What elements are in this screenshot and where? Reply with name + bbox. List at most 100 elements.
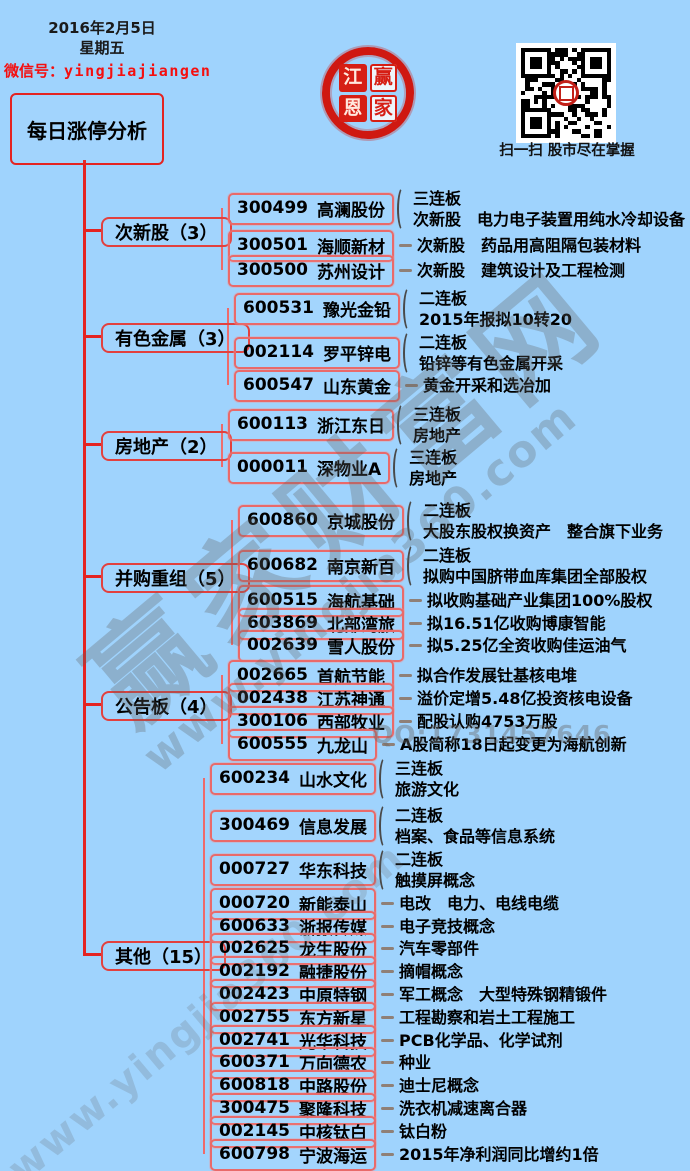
- logo-char: 赢: [369, 64, 397, 92]
- stock-name: 苏州设计: [316, 262, 385, 283]
- desc-line: 次新股 建筑设计及工程检测: [416, 261, 625, 280]
- dash-connector: [408, 644, 422, 647]
- dash-connector: [398, 244, 412, 247]
- desc-line: 触摸屏概念: [394, 870, 475, 890]
- desc-line: 2015年报拟10转20: [418, 309, 573, 329]
- stock-code: 002639: [247, 635, 318, 655]
- category-label: 并购重组（5）: [115, 569, 236, 590]
- dash-connector: [380, 1039, 394, 1042]
- dash-connector: [380, 1130, 394, 1133]
- brace-connector: [378, 802, 392, 849]
- stock-name: 海顺新材: [316, 237, 385, 258]
- logo-char: 江: [339, 64, 367, 92]
- stock-code: 600818: [219, 1075, 290, 1095]
- date-line1: 2016年2月5日: [48, 19, 156, 37]
- desc-line: A股简称18日起变更为海航创新: [399, 735, 627, 754]
- branch-line: [231, 520, 233, 645]
- dash-connector: [380, 925, 394, 928]
- stock-code: 600371: [219, 1052, 290, 1072]
- desc-line: 二连板: [418, 288, 467, 308]
- stock-code: 002114: [243, 342, 314, 362]
- stock-desc: 三连板旅游文化: [395, 758, 459, 800]
- desc-line: 2015年净利润同比增约1倍: [398, 1145, 599, 1164]
- stock-desc: 溢价定增5.48亿投资核电设备: [417, 688, 632, 709]
- stock-code: 300475: [219, 1098, 290, 1118]
- stock-desc: 黄金开采和选冶加: [423, 375, 551, 396]
- stock-desc: 拟合作发展钍基核电堆: [417, 665, 577, 686]
- desc-line: 房地产: [412, 425, 461, 445]
- desc-line: 拟购中国脐带血库集团全部股权: [422, 566, 647, 586]
- desc-line: 汽车零部件: [398, 939, 479, 958]
- desc-line: 军工概念 大型特殊钢精锻件: [398, 985, 607, 1004]
- desc-line: 二连板: [418, 332, 467, 352]
- logo-seal-grid: 江 赢 恩 家: [339, 64, 397, 122]
- desc-line: 二连板: [422, 545, 471, 565]
- stock-desc: 三连板次新股 电力电子装置用纯水冷却设备: [413, 188, 685, 230]
- wechat-label: 微信号：: [4, 62, 65, 80]
- brace-connector: [378, 846, 392, 893]
- stock-desc: 配股认购4753万股: [417, 711, 558, 732]
- desc-line: 种业: [398, 1053, 431, 1072]
- stock-code: 002625: [219, 938, 290, 958]
- desc-line: 拟16.51亿收购博康智能: [426, 614, 606, 633]
- stock-code: 000720: [219, 893, 290, 913]
- desc-line: 三连板: [412, 404, 461, 424]
- desc-line: 拟收购基础产业集团100%股权: [426, 591, 653, 610]
- category-box: 有色金属（3）: [101, 323, 250, 353]
- stock-desc: 二连板档案、食品等信息系统: [395, 805, 555, 847]
- desc-line: 铅锌等有色金属开采: [418, 353, 563, 373]
- stock-desc: 二连板拟购中国脐带血库集团全部股权: [423, 545, 647, 587]
- branch-line: [221, 208, 223, 270]
- wechat-id: yingjiajiangen: [64, 62, 212, 80]
- stock-desc: 迪士尼概念: [399, 1075, 479, 1096]
- desc-line: 二连板: [394, 805, 443, 825]
- desc-line: PCB化学品、化学试剂: [398, 1031, 563, 1050]
- stock-name: 华东科技: [298, 861, 367, 882]
- dash-connector: [380, 1153, 394, 1156]
- desc-line: 摘帽概念: [398, 962, 463, 981]
- dash-connector: [380, 947, 394, 950]
- desc-line: 档案、食品等信息系统: [394, 826, 555, 846]
- stock-code: 000727: [219, 859, 290, 879]
- stock-desc: 军工概念 大型特殊钢精锻件: [399, 984, 607, 1005]
- stock-desc: 拟收购基础产业集团100%股权: [427, 590, 652, 611]
- desc-line: 洗衣机减速离合器: [398, 1099, 527, 1118]
- root-title: 每日涨停分析: [27, 118, 147, 143]
- desc-line: 三连板: [409, 447, 458, 467]
- desc-line: 二连板: [422, 500, 471, 520]
- dash-connector: [380, 993, 394, 996]
- stock-code: 002665: [237, 665, 308, 685]
- stock-desc: 电子竞技概念: [399, 916, 495, 937]
- dash-connector: [380, 1084, 394, 1087]
- stock-desc: 拟5.25亿全资收购佳运油气: [427, 635, 626, 656]
- stock-desc: 次新股 建筑设计及工程检测: [417, 260, 625, 281]
- brace-connector: [393, 444, 406, 491]
- stock-name: 山东黄金: [322, 377, 391, 398]
- stock-name: 信息发展: [298, 817, 367, 838]
- desc-line: 三连板: [412, 188, 461, 208]
- category-label: 次新股（3）: [115, 223, 218, 244]
- stock-code: 002192: [219, 961, 290, 981]
